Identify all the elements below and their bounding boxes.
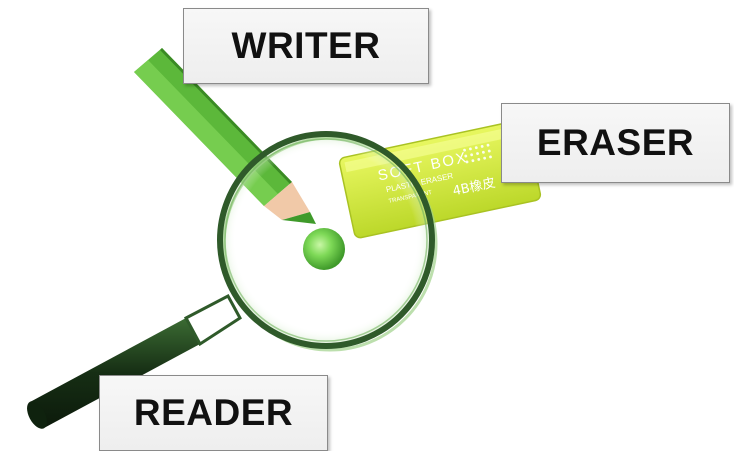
writer-label: WRITER (183, 8, 429, 84)
focus-dot (303, 228, 345, 270)
reader-label: READER (99, 375, 328, 451)
eraser-label: ERASER (501, 103, 730, 183)
